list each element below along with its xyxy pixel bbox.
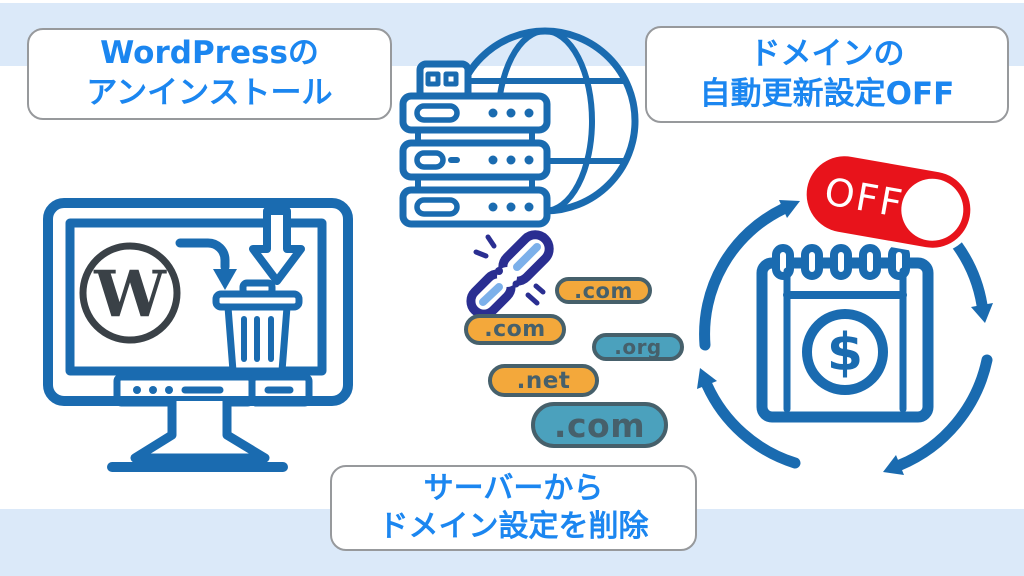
off-toggle-label: OFF (821, 169, 908, 227)
server-rack-icon (399, 60, 551, 228)
billing-calendar-icon (756, 244, 934, 423)
down-arrow-icon (249, 207, 305, 285)
domain-badge-org: .org (592, 333, 684, 361)
off-toggle-knob (896, 173, 969, 246)
domain-badge-com-2: .com (464, 314, 566, 345)
label-line: アンインストール (86, 75, 333, 111)
label-box-domain-auto-renewal-off: ドメインの 自動更新設定OFF (645, 26, 1009, 123)
dollar-circle-icon (802, 309, 888, 395)
trash-icon (212, 279, 303, 375)
domain-badge-com-3: .com (531, 402, 668, 448)
label-line: 自動更新設定OFF (699, 75, 955, 112)
wordpress-logo-icon: W (79, 242, 181, 344)
label-line: サーバーから (423, 470, 604, 506)
monitor-stand (130, 396, 270, 463)
move-to-trash-arrow-icon (175, 238, 237, 290)
dollar-sign: $ (827, 323, 863, 383)
label-line: WordPressの (100, 35, 319, 72)
circular-arrows-icon (697, 200, 993, 475)
label-box-wordpress-uninstall: WordPressの アンインストール (27, 28, 392, 120)
auto-renewal-illustration: $ (697, 200, 993, 475)
broken-chain-icon (466, 230, 554, 319)
domain-badge-net: .net (488, 364, 599, 397)
domain-badge-com-1: .com (555, 277, 652, 304)
server-domain-illustration (399, 27, 639, 319)
label-box-delete-domain-settings: サーバーから ドメイン設定を削除 (330, 465, 697, 551)
wordpress-uninstall-illustration: W (43, 198, 353, 472)
label-line: ドメイン設定を削除 (378, 509, 649, 544)
wordpress-logo-letter: W (93, 257, 167, 332)
label-line: ドメインの (749, 35, 905, 72)
